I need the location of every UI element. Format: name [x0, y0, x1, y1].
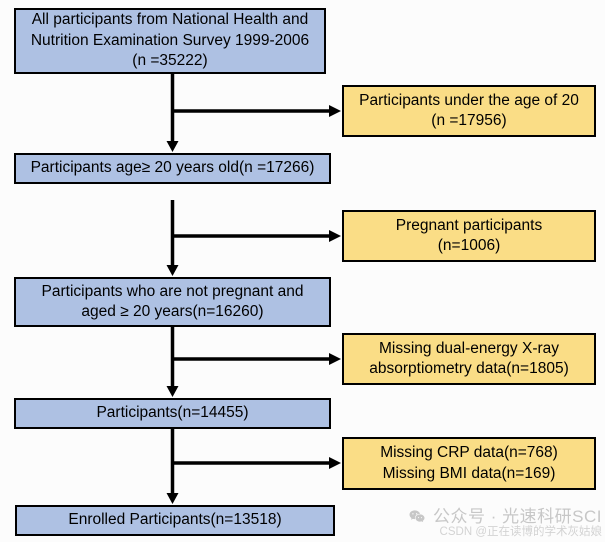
arrowhead-down-icon	[166, 386, 179, 397]
flow-box-age-over-20: Participants age≥ 20 years old(n =17266)	[14, 153, 331, 184]
watermark-csdn-credit: CSDN @正在读博的学术灰姑娘	[439, 526, 602, 539]
arrowhead-right-icon	[329, 353, 341, 365]
arrowhead-down-icon	[166, 493, 179, 504]
arrowhead-down-icon	[166, 265, 179, 276]
watermark-account-name: 公众号 · 光速科研SCI	[433, 506, 602, 526]
arrowhead-down-icon	[166, 141, 179, 152]
wechat-icon	[407, 507, 427, 527]
flow-box-not-pregnant: Participants who are not pregnant and ag…	[14, 277, 331, 327]
flow-box-enrolled-participants: Enrolled Participants(n=13518)	[15, 505, 335, 536]
arrowhead-right-icon	[329, 457, 341, 469]
arrowhead-right-icon	[329, 105, 341, 117]
watermark: 公众号 · 光速科研SCI CSDN @正在读博的学术灰姑娘	[407, 507, 602, 540]
flow-box-participants-14455: Participants(n=14455)	[14, 398, 331, 429]
exclusion-box-missing-dxa: Missing dual-energy X-ray absorptiometry…	[342, 333, 596, 385]
arrowhead-right-icon	[329, 230, 341, 242]
watermark-line1: 公众号 · 光速科研SCI	[407, 507, 602, 527]
exclusion-box-under-age-20: Participants under the age of 20 (n =179…	[342, 85, 596, 137]
exclusion-box-pregnant: Pregnant participants (n=1006)	[342, 210, 596, 262]
flow-box-all-participants: All participants from National Health an…	[14, 8, 326, 74]
exclusion-box-missing-crp-bmi: Missing CRP data(n=768) Missing BMI data…	[342, 437, 596, 490]
